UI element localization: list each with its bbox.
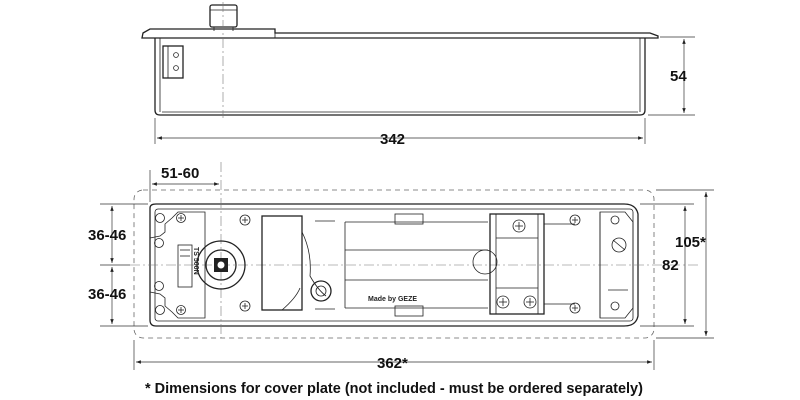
- side-body: [154, 38, 646, 116]
- end-cap-valve: [611, 237, 627, 253]
- adjustment-screw: [310, 280, 332, 302]
- side-view: 54 342: [141, 2, 695, 148]
- rack-block: [489, 213, 545, 315]
- spindle-offset-label: 51-60: [161, 165, 199, 182]
- height-dimension-label: 54: [670, 68, 687, 85]
- cover-plate-outline: [133, 189, 655, 339]
- piston-bore: [472, 249, 498, 275]
- cover-length-label: 362*: [377, 355, 408, 372]
- spindle-outer-ring: [196, 240, 246, 290]
- maker-engraving: Made by GEZE: [368, 296, 417, 303]
- plan-body-outline: [149, 203, 639, 327]
- spindle-cap: [209, 4, 238, 28]
- model-engraving: TS 500N: [192, 247, 199, 275]
- upper-offset-label: 36-46: [88, 227, 126, 244]
- plan-view: TS 500N Made by GEZE: [88, 162, 714, 372]
- side-bracket: [162, 45, 184, 79]
- side-top-flange: [141, 28, 659, 39]
- length-dimension-label: 342: [380, 131, 405, 148]
- cover-plate-footnote: * Dimensions for cover plate (not includ…: [145, 381, 643, 397]
- body-width-label: 82: [662, 257, 679, 274]
- cover-width-label: 105*: [675, 234, 706, 251]
- spindle-inner-ring: [205, 249, 237, 281]
- lower-offset-label: 36-46: [88, 286, 126, 303]
